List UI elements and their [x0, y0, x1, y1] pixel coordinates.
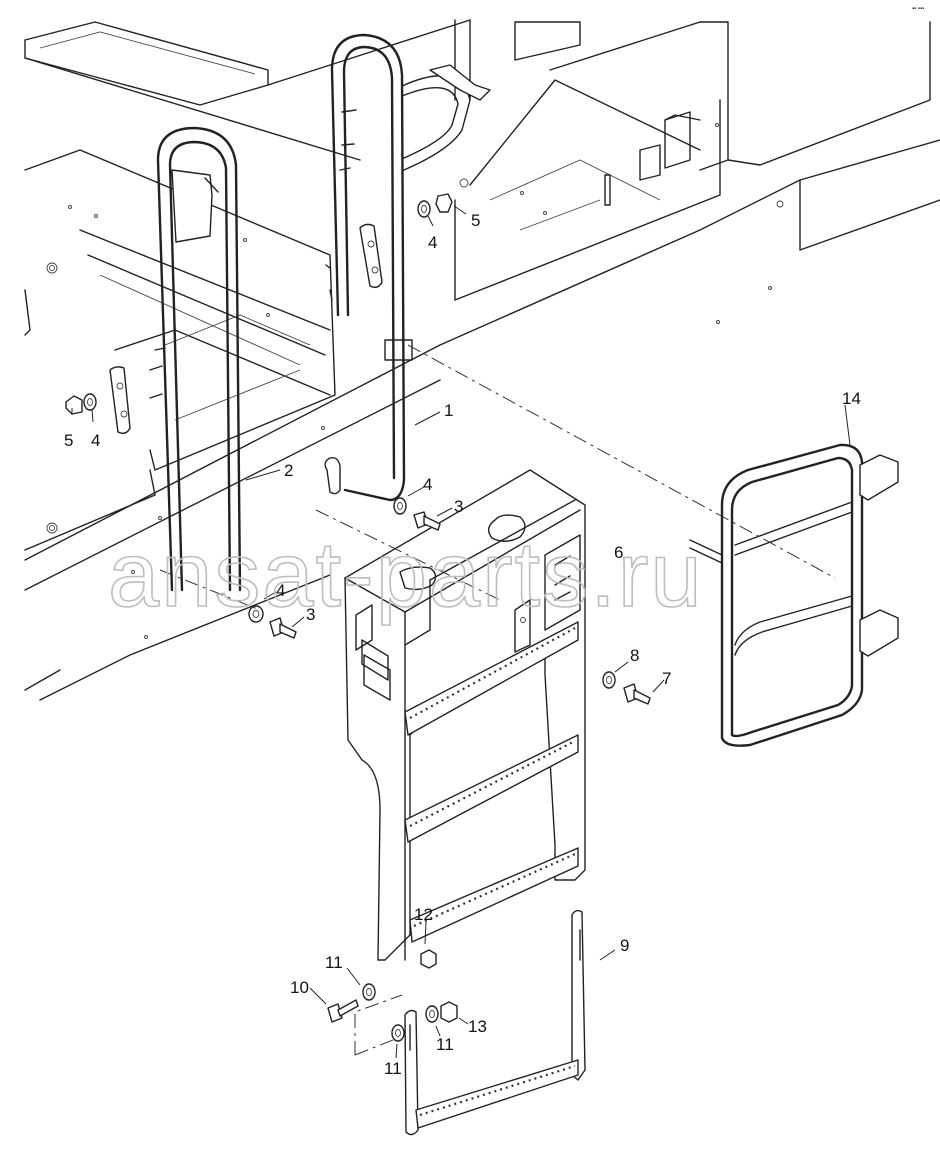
callout-14: 14 [842, 389, 861, 408]
callout-11a: 11 [325, 953, 343, 972]
callout-2: 2 [284, 461, 293, 480]
callout-labels: 1 2 3 3 4 4 4 4 5 5 6 7 8 9 10 11 11 11 … [64, 211, 861, 1078]
callout-4a: 4 [428, 233, 437, 252]
lower-step-part-9 [404, 909, 586, 1136]
machine-frame [24, 19, 940, 701]
callout-6: 6 [614, 543, 623, 562]
callout-4d: 4 [276, 581, 285, 600]
leader-lines [71, 205, 851, 1059]
callout-10: 10 [290, 978, 309, 997]
watermark-text: ansat-parts.ru [108, 524, 704, 626]
callout-4c: 4 [423, 475, 432, 494]
callout-8: 8 [630, 646, 639, 665]
callout-3a: 3 [454, 497, 463, 516]
callout-3b: 3 [306, 605, 315, 624]
callout-5b: 5 [64, 431, 73, 450]
callout-13: 13 [468, 1017, 487, 1036]
callout-7: 7 [662, 669, 671, 688]
fasteners [248, 497, 651, 1042]
handrail-part-1 [324, 33, 491, 502]
callout-5a: 5 [471, 211, 480, 230]
callout-11c: 11 [384, 1059, 402, 1078]
ladder-frame-part-6 [344, 469, 586, 961]
corner-mark: ▪▪ ▪▪▪ [912, 6, 924, 12]
callout-9: 9 [620, 936, 629, 955]
guard-frame-part-14 [689, 443, 899, 747]
callout-1: 1 [444, 401, 453, 420]
handrail-part-2 [65, 126, 242, 592]
assembly-centerlines [159, 344, 836, 1056]
callout-11b: 11 [436, 1035, 454, 1054]
callout-12: 12 [414, 905, 433, 924]
callout-4b: 4 [91, 431, 100, 450]
